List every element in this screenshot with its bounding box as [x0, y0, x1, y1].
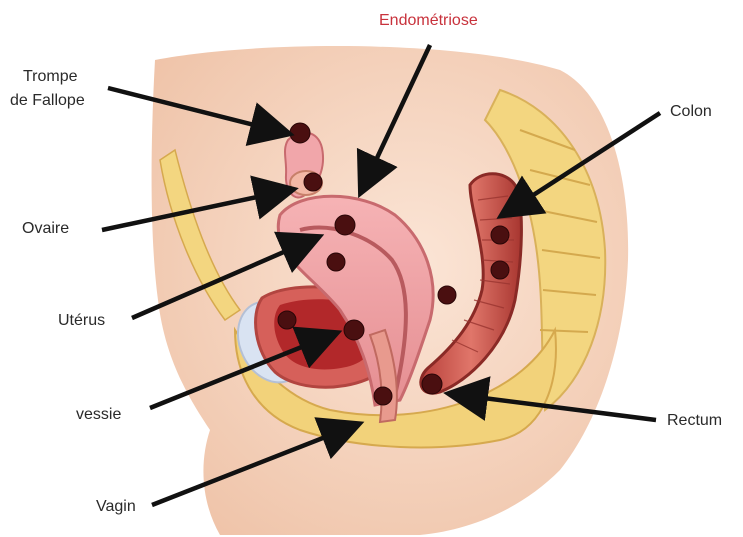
lesion [290, 123, 310, 143]
lesion [438, 286, 456, 304]
label-trompe-line2: de Fallope [10, 90, 85, 112]
lesion [344, 320, 364, 340]
lesion [374, 387, 392, 405]
label-vessie: vessie [76, 404, 121, 426]
lesion [304, 173, 322, 191]
label-vagin: Vagin [96, 496, 136, 518]
lesion [491, 261, 509, 279]
label-trompe-line1: Trompe [23, 66, 78, 88]
title-endometriose: Endométriose [379, 10, 478, 32]
lesion [335, 215, 355, 235]
label-rectum: Rectum [667, 410, 722, 432]
label-ovaire: Ovaire [22, 218, 69, 240]
lesion [491, 226, 509, 244]
lesion [422, 374, 442, 394]
lesion [278, 311, 296, 329]
label-uterus: Utérus [58, 310, 105, 332]
lesion [327, 253, 345, 271]
label-colon: Colon [670, 101, 712, 123]
